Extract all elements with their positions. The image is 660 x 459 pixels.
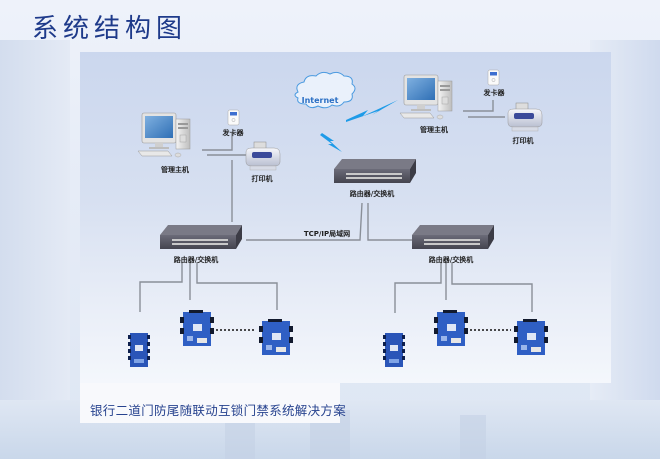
left-printer-label: 打印机 (252, 174, 273, 183)
right-host-label: 管理主机 (420, 125, 448, 134)
line-center-switch-right (367, 203, 412, 241)
access-controller-board-icon (514, 319, 548, 355)
right-printer-label: 打印机 (513, 136, 534, 145)
line-left-switch-center (246, 202, 363, 241)
printer-icon (507, 102, 543, 132)
center-switch-label: 路由器/交换机 (350, 189, 395, 198)
center-switch: 路由器/交换机 (334, 159, 416, 198)
left-switch: 路由器/交换机 (160, 225, 242, 264)
right-switch-label: 路由器/交换机 (429, 255, 474, 264)
wireless-link-icon (320, 133, 342, 152)
switch-icon (334, 159, 416, 183)
connection-lines (139, 100, 533, 313)
network-label: TCP/IP局域网 (304, 229, 350, 238)
left-card-issuer: 发卡器 (222, 109, 245, 137)
right-printer: 打印机 (507, 102, 543, 145)
computer-icon (399, 74, 453, 120)
diagram-caption: 银行二道门防尾随联动互锁门禁系统解决方案 (90, 403, 347, 418)
left-printer: 打印机 (245, 141, 281, 183)
wireless-link-icon (346, 100, 398, 122)
background-building (460, 415, 486, 459)
left-switch-label: 路由器/交换机 (174, 255, 219, 264)
switch-icon (160, 225, 242, 249)
card-issuer-icon (227, 109, 240, 126)
line-host-cardreader-left (202, 133, 233, 151)
page-title: 系统结构图 (32, 14, 188, 44)
left-management-host: 管理主机 (137, 112, 191, 174)
right-management-host: 管理主机 (399, 74, 453, 134)
left-controllers (128, 310, 293, 367)
switch-icon (412, 225, 494, 249)
access-controller-board-icon (259, 319, 293, 355)
access-controller-board-icon (383, 333, 405, 367)
line-left-switch-board1 (139, 262, 183, 312)
background-left (0, 40, 70, 459)
left-card-issuer-label: 发卡器 (222, 128, 245, 137)
right-card-issuer-label: 发卡器 (483, 88, 506, 97)
right-card-issuer: 发卡器 (483, 69, 506, 97)
computer-icon (137, 112, 191, 158)
card-issuer-icon (487, 69, 500, 86)
caption-box (80, 383, 340, 423)
internet-label: Internet (302, 96, 339, 105)
line-right-switch-board3 (451, 262, 533, 312)
right-switch: 路由器/交换机 (412, 225, 494, 264)
line-host-cardreader-right (463, 100, 494, 112)
printer-icon (245, 141, 281, 171)
access-controller-board-icon (180, 310, 214, 346)
line-right-switch-board1 (394, 262, 442, 313)
access-controller-board-icon (434, 310, 468, 346)
right-controllers (383, 310, 548, 367)
left-host-label: 管理主机 (161, 165, 189, 174)
access-controller-board-icon (128, 333, 150, 367)
background-building (225, 420, 255, 459)
line-left-switch-board3 (196, 262, 278, 310)
internet-cloud: Internet (294, 71, 356, 109)
